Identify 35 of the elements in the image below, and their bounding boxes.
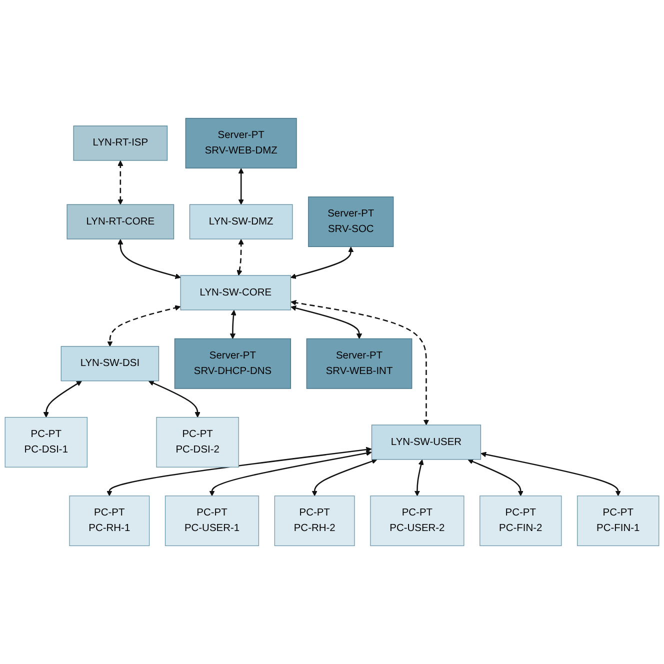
- arrow: [118, 160, 124, 205]
- arrow: [236, 239, 244, 276]
- node-box: LYN-RT-ISP: [73, 126, 168, 161]
- node-box: PC-PT PC-FIN-1: [577, 496, 660, 546]
- arrow: [118, 239, 181, 279]
- node-box: PC-PT PC-RH-2: [274, 496, 355, 546]
- node-box: LYN-SW-USER: [371, 424, 482, 460]
- node-box: PC-PT PC-USER-1: [164, 496, 260, 546]
- arrow: [230, 310, 236, 339]
- node-box: PC-PT PC-FIN-2: [480, 496, 562, 546]
- node-box: Server-PT SRV-SOC: [308, 196, 394, 248]
- node-box: Server-PT SRV-WEB-INT: [306, 338, 412, 389]
- node-box: PC-PT PC-DSI-1: [4, 416, 88, 468]
- arrow: [43, 380, 82, 418]
- arrow: [290, 246, 354, 279]
- arrow: [290, 300, 430, 426]
- arrow: [238, 168, 244, 205]
- node-box: Server-PT SRV-WEB-DMZ: [185, 118, 297, 168]
- arrow: [480, 452, 621, 496]
- node-box: PC-PT PC-USER-2: [370, 496, 464, 546]
- arrow: [290, 305, 362, 339]
- node-box: LYN-SW-CORE: [180, 275, 292, 310]
- arrow: [107, 305, 181, 347]
- arrow: [106, 446, 372, 496]
- node-box: PC-PT PC-DSI-2: [156, 416, 239, 468]
- arrow: [209, 450, 372, 496]
- arrow: [414, 459, 424, 496]
- node-box: LYN-RT-CORE: [66, 204, 174, 240]
- node-box: PC-PT PC-RH-1: [69, 496, 150, 546]
- node-box: Server-PT SRV-DHCP-DNS: [174, 338, 292, 389]
- arrow: [468, 458, 524, 496]
- arrow: [312, 458, 378, 496]
- node-box: LYN-SW-DSI: [60, 346, 160, 382]
- node-box: LYN-SW-DMZ: [189, 204, 293, 240]
- arrow: [148, 380, 200, 418]
